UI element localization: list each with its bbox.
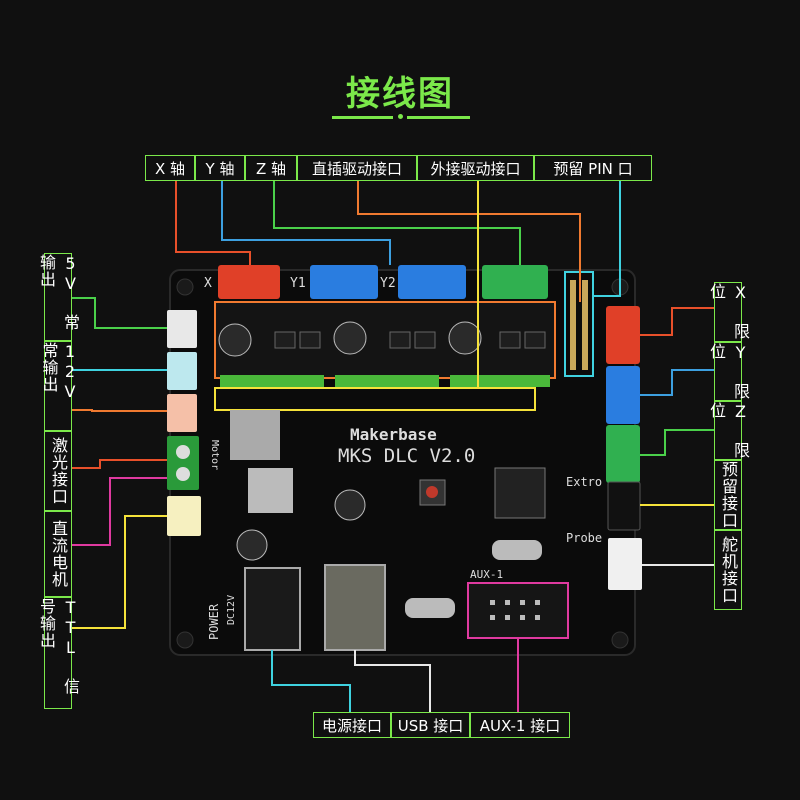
driver-chip (274, 331, 546, 349)
x-axis-connector (218, 265, 280, 299)
capacitor (218, 321, 482, 357)
z-limit-wire (640, 429, 715, 456)
aux-silk: AUX-1 (470, 568, 503, 581)
model-silk: MKS DLC V2.0 (338, 445, 475, 467)
terminal-screw (176, 467, 190, 481)
power-jack (244, 567, 301, 651)
extro-silk: Extro (566, 475, 602, 489)
y1-axis-connector (310, 265, 378, 299)
12v-connector (167, 352, 197, 390)
usb-wire (354, 650, 431, 712)
x-limit-wire (640, 307, 715, 336)
label-direct-driver: 直插驱动接口 (297, 155, 417, 181)
y1-silk: Y1 (290, 276, 306, 291)
y-limit-connector (606, 366, 640, 424)
z-axis-wire (273, 180, 521, 265)
5v-connector (167, 310, 197, 348)
y-axis-wire (221, 180, 391, 265)
laser-wire (70, 409, 167, 412)
z-limit-connector (606, 425, 640, 483)
label-x-axis: X 轴 (145, 155, 195, 181)
terminal-screw (176, 445, 190, 459)
probe-silk: Probe (566, 531, 602, 545)
brand-silk: Makerbase (350, 425, 437, 444)
dc-motor-wire (70, 459, 167, 469)
mcu-chip (494, 467, 546, 519)
usb-port (324, 564, 386, 651)
laser-connector (167, 394, 197, 432)
pin-header (570, 280, 588, 370)
label-z-axis: Z 轴 (245, 155, 297, 181)
title-underline-dot (393, 113, 407, 121)
y2-silk: Y2 (380, 276, 396, 291)
label-5v: 5V 常输出 (37, 253, 80, 341)
5v-wire (70, 297, 167, 329)
reserved-connector (607, 481, 641, 531)
z-axis-connector (482, 265, 548, 299)
x-axis-wire (175, 180, 251, 265)
label-servo: 舵机接口 (714, 530, 742, 610)
aux-pins (490, 600, 540, 620)
label-power: 电源接口 (313, 712, 391, 738)
power-wire (271, 650, 351, 712)
ttl-connector (167, 496, 201, 536)
ttl-wire (70, 515, 167, 629)
y-limit-wire (640, 369, 715, 396)
x-limit-connector (606, 306, 640, 364)
dc-silk: DC12V (226, 595, 237, 625)
direct-driver-socket (214, 301, 556, 379)
label-12v: 12V 常输出 (40, 341, 80, 431)
label-reserved: 预留接口 (714, 460, 742, 530)
aux1-header (467, 582, 569, 639)
label-ttl: TTL 信号输出 (37, 597, 80, 709)
x-silk: X (204, 276, 212, 291)
mount-hole (176, 631, 194, 649)
label-reserved-pin: 预留 PIN 口 (534, 155, 652, 181)
label-y-axis: Y 轴 (195, 155, 245, 181)
label-laser: 激光接口 (44, 431, 72, 511)
label-aux1: AUX-1 接口 (470, 712, 570, 738)
reset-button-cap (426, 486, 438, 498)
power-silk: POWER (207, 603, 221, 640)
mount-hole (176, 278, 194, 296)
motor-silk: Motor (209, 440, 220, 470)
label-dc-motor: 直流电机 (44, 511, 72, 597)
servo-connector (608, 538, 642, 590)
diagram-title: 接线图 (346, 74, 454, 114)
direct-driver-wire (357, 180, 581, 302)
crystal (492, 540, 542, 560)
label-x-limit: X 限位 (707, 282, 750, 342)
mount-hole (611, 631, 629, 649)
capacitor (236, 529, 268, 561)
label-y-limit: Y 限位 (707, 342, 750, 401)
label-usb: USB 接口 (391, 712, 470, 738)
label-z-limit: Z 限位 (707, 401, 750, 460)
dc-motor-terminal (167, 436, 199, 490)
capacitor (334, 489, 366, 521)
external-driver-header (214, 387, 536, 411)
regulator (248, 468, 293, 513)
regulator (230, 410, 280, 460)
terminal-strip (220, 375, 550, 387)
y2-axis-connector (398, 265, 466, 299)
crystal (405, 598, 455, 618)
dc-motor-wire-2 (70, 477, 167, 546)
label-external-driver: 外接驱动接口 (417, 155, 534, 181)
reserved-pin-wire (593, 180, 621, 297)
